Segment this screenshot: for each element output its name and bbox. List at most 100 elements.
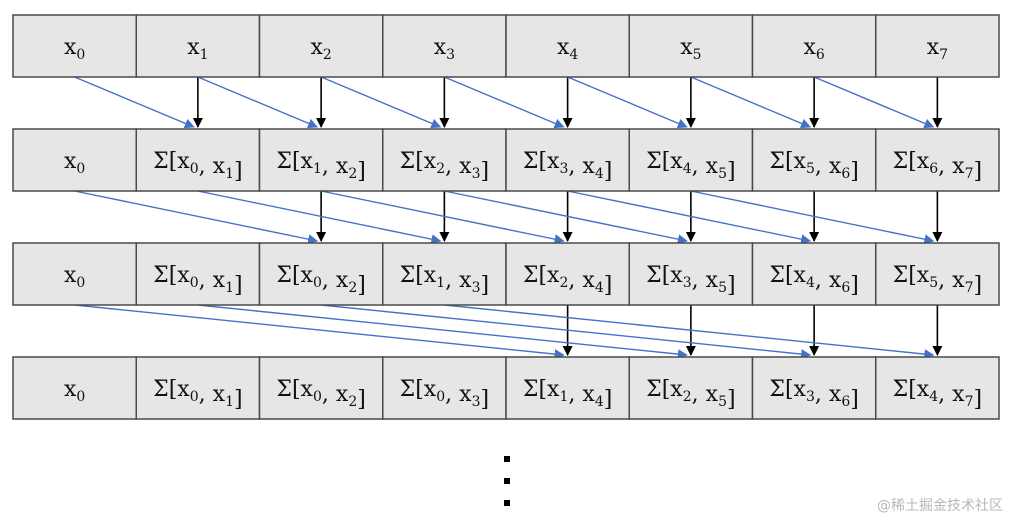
cell: x2 <box>258 14 384 78</box>
cell: Σ[x1, x2] <box>258 128 384 192</box>
cell-box <box>875 242 1000 306</box>
cell-label: Σ[x1, x4] <box>523 377 612 412</box>
cell: Σ[x1, x4] <box>505 356 630 420</box>
cell: Σ[x3, x6] <box>751 356 877 420</box>
cell-label: Σ[x0, x2] <box>276 377 365 412</box>
cell: x0 <box>12 356 137 420</box>
cell-label: Σ[x2, x3] <box>400 149 489 184</box>
cell: Σ[x1, x3] <box>382 242 507 306</box>
diagonal-arrow <box>321 304 812 360</box>
cell-label: x1 <box>187 35 208 63</box>
cell-box <box>135 14 261 78</box>
cell-box <box>628 356 754 420</box>
ellipsis-dot <box>504 478 510 484</box>
cell-label: x0 <box>64 35 85 63</box>
cell-label: Σ[x0, x1] <box>153 377 242 412</box>
cell-label: Σ[x0, x3] <box>400 377 489 412</box>
cell: x0 <box>12 242 137 306</box>
diagonal-arrow <box>320 190 565 245</box>
cell-box <box>258 356 384 420</box>
cell-box <box>505 128 630 192</box>
diagonal-arrow <box>690 190 935 245</box>
cell-box <box>12 356 137 420</box>
cell-label: x3 <box>434 35 455 63</box>
cell-box <box>382 242 507 306</box>
cell-box <box>258 14 384 78</box>
cell: Σ[x3, x4] <box>505 128 630 192</box>
cell: x4 <box>505 14 630 78</box>
cell-label: x0 <box>64 377 85 405</box>
cell-label: Σ[x3, x6] <box>769 377 858 412</box>
cell: x3 <box>382 14 507 78</box>
cell: Σ[x2, x5] <box>628 356 754 420</box>
cell: x0 <box>12 128 137 192</box>
row-2: x0 Σ[x0, x1] Σ[x0, x2] Σ[x1, x3] Σ[x2, x4] Σ[… <box>12 242 1000 306</box>
cell-label: x2 <box>310 35 331 63</box>
cell-box <box>875 128 1000 192</box>
cell: x5 <box>628 14 754 78</box>
cell-label: x7 <box>927 35 948 63</box>
diagonal-arrow <box>690 76 812 129</box>
diagonal-arrow <box>444 304 935 360</box>
cell: x1 <box>135 14 261 78</box>
cell-label: Σ[x4, x6] <box>769 263 858 298</box>
cell: Σ[x2, x3] <box>382 128 507 192</box>
cell-label: x6 <box>803 35 824 63</box>
cell-label: Σ[x6, x7] <box>893 149 982 184</box>
cell: x7 <box>875 14 1000 78</box>
cell: Σ[x4, x6] <box>751 242 877 306</box>
row-1: x0 Σ[x0, x1] Σ[x1, x2] Σ[x2, x3] Σ[x3, x4] Σ[… <box>12 128 1000 192</box>
row-3: x0 Σ[x0, x1] Σ[x0, x2] Σ[x0, x3] Σ[x1, x4] Σ[… <box>12 356 1000 420</box>
cell: Σ[x0, x2] <box>258 242 384 306</box>
diagonal-arrow <box>444 76 565 129</box>
cell-box <box>628 128 754 192</box>
cell-label: x0 <box>64 149 85 177</box>
cell: Σ[x0, x1] <box>135 356 261 420</box>
cell-label: x0 <box>64 263 85 291</box>
cell-label: Σ[x3, x5] <box>646 263 735 298</box>
cell-box <box>751 356 877 420</box>
cell-label: x5 <box>680 35 701 63</box>
cell-label: Σ[x5, x7] <box>893 263 982 298</box>
cell: Σ[x0, x3] <box>382 356 507 420</box>
cell-box <box>505 356 630 420</box>
cell: Σ[x3, x5] <box>628 242 754 306</box>
cell-label: Σ[x5, x6] <box>769 149 858 184</box>
cell-box <box>751 242 877 306</box>
diagonal-arrow <box>74 190 319 245</box>
cell-box <box>628 242 754 306</box>
ellipsis-dot <box>504 456 510 462</box>
cell-box <box>382 356 507 420</box>
cell-box <box>258 128 384 192</box>
diagonal-arrow <box>74 76 195 129</box>
cell-label: Σ[x1, x3] <box>400 263 489 298</box>
cell: Σ[x5, x6] <box>751 128 877 192</box>
cell-label: Σ[x3, x4] <box>523 149 612 184</box>
cell-box <box>875 356 1000 420</box>
cell-label: Σ[x2, x5] <box>646 377 735 412</box>
cell: Σ[x0, x2] <box>258 356 384 420</box>
vertical-ellipsis <box>504 456 510 506</box>
cell-label: Σ[x0, x1] <box>153 149 242 184</box>
cell-label: Σ[x0, x2] <box>276 263 365 298</box>
diagonal-arrow <box>74 304 565 360</box>
cell: Σ[x6, x7] <box>875 128 1000 192</box>
cell-box <box>135 242 261 306</box>
cell: Σ[x0, x1] <box>135 128 261 192</box>
diagonal-arrow <box>813 76 935 129</box>
watermark: @稀土掘金技术社区 <box>877 498 1003 514</box>
cell-box <box>258 242 384 306</box>
cell-label: Σ[x1, x2] <box>276 149 365 184</box>
cell-label: Σ[x4, x5] <box>646 149 735 184</box>
cell-label: Σ[x0, x1] <box>153 263 242 298</box>
cell-label: Σ[x2, x4] <box>523 263 612 298</box>
row-0: x0 x1 x2 x3 x4 x5 x6 x7 <box>12 14 1000 78</box>
cell: x0 <box>12 14 137 78</box>
cell: Σ[x4, x7] <box>875 356 1000 420</box>
cell: x6 <box>751 14 877 78</box>
cell-box <box>751 128 877 192</box>
cell-box <box>382 128 507 192</box>
cell-box <box>12 128 137 192</box>
diagonal-arrow <box>320 76 442 129</box>
